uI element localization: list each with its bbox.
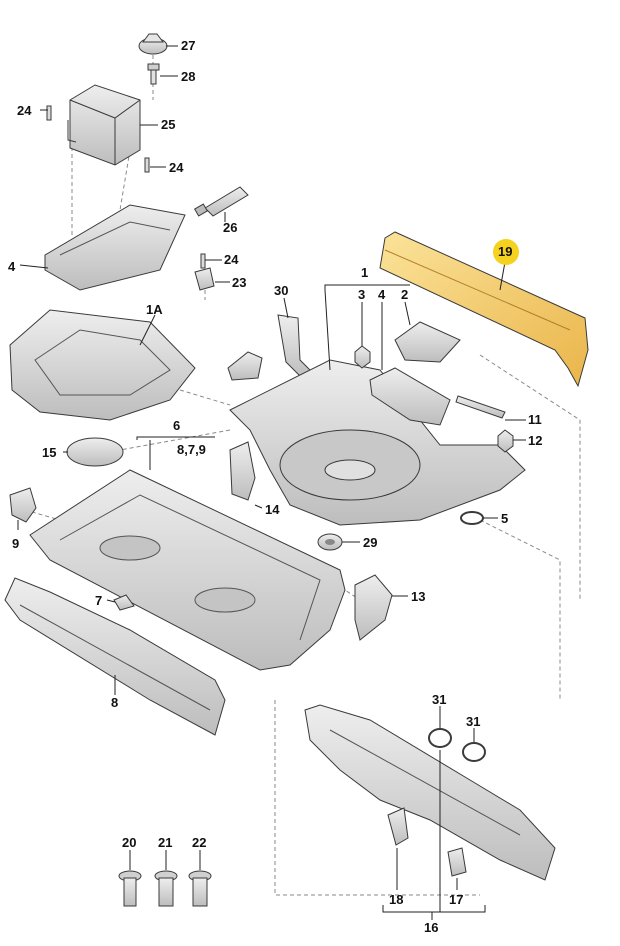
part-29-grommet: [317, 533, 343, 551]
part-30-bracket: [277, 314, 313, 379]
part-21-plug: [154, 870, 178, 907]
part-4-bracket: [369, 367, 451, 426]
part-22-plug: [188, 870, 212, 907]
callout-24-top: 24: [17, 103, 32, 118]
callout-14: 14: [265, 502, 280, 517]
callout-15: 15: [42, 445, 57, 460]
part-13-bracket: [354, 574, 393, 641]
callout-1A: 1A: [146, 302, 163, 317]
callout-29: 29: [363, 535, 378, 550]
callout-24-mid: 24: [169, 160, 184, 175]
callout-3: 3: [358, 287, 366, 302]
callout-21: 21: [158, 835, 173, 850]
callout-2: 2: [401, 287, 409, 302]
part-23-clip: [194, 267, 215, 291]
part-2-plate: [394, 321, 461, 363]
callout-12: 12: [528, 433, 543, 448]
part-27-clip: [138, 33, 168, 55]
part-5-ring: [460, 511, 484, 525]
callout-23: 23: [232, 275, 247, 290]
part-24-screws: [46, 105, 206, 269]
callout-8-7-9: 8,7,9: [177, 442, 206, 457]
callout-4-tray: 4: [8, 259, 16, 274]
part-19-crossmember: [379, 231, 589, 388]
callout-31-a: 31: [432, 692, 447, 707]
part-20-bolt: [118, 870, 142, 907]
part-11-strip: [455, 395, 506, 419]
part-3-nut: [354, 345, 371, 369]
part-small-bracket: [227, 351, 263, 381]
part-1A-floor-pan: [9, 309, 196, 421]
callout-31-b: 31: [466, 714, 481, 729]
part-1-spare-wheel-well: [229, 359, 526, 526]
callout-20: 20: [122, 835, 137, 850]
callout-17: 17: [449, 892, 464, 907]
callout-7: 7: [95, 593, 103, 608]
callout-1: 1: [361, 265, 369, 280]
callout-28: 28: [181, 69, 196, 84]
part-18-bracket: [387, 807, 409, 846]
part-26-tube: [193, 186, 249, 217]
leader-lines: [17, 45, 526, 920]
callout-9: 9: [12, 536, 20, 551]
part-16-front-floor: [304, 704, 556, 881]
callout-8: 8: [111, 695, 119, 710]
callout-25: 25: [161, 117, 176, 132]
callout-18: 18: [389, 892, 404, 907]
callout-24-low: 24: [224, 252, 239, 267]
callout-19: 19: [498, 244, 513, 259]
part-12-nut: [497, 429, 514, 453]
callout-22: 22: [192, 835, 207, 850]
part-7-clip: [113, 594, 135, 611]
callout-27: 27: [181, 38, 196, 53]
part-17-bracket: [447, 847, 467, 877]
part-14-bracket: [229, 441, 256, 501]
callout-11: 11: [528, 412, 542, 427]
part-9-bracket: [9, 487, 37, 523]
highlight-19: [493, 239, 519, 265]
callout-26: 26: [223, 220, 238, 235]
callout-16: 16: [424, 920, 439, 935]
callout-5: 5: [501, 511, 509, 526]
callout-30: 30: [274, 283, 289, 298]
callout-6: 6: [173, 418, 181, 433]
callout-4-bracket: 4: [378, 287, 386, 302]
part-25-bracket: [67, 84, 141, 166]
part-8-heat-shield: [4, 577, 226, 736]
callout-13: 13: [411, 589, 426, 604]
part-15-plug: [66, 437, 124, 467]
part-28-bolt: [147, 63, 160, 85]
part-4-tray: [44, 204, 186, 291]
part-31-rings: [428, 728, 486, 762]
part-6-floor: [29, 469, 346, 671]
